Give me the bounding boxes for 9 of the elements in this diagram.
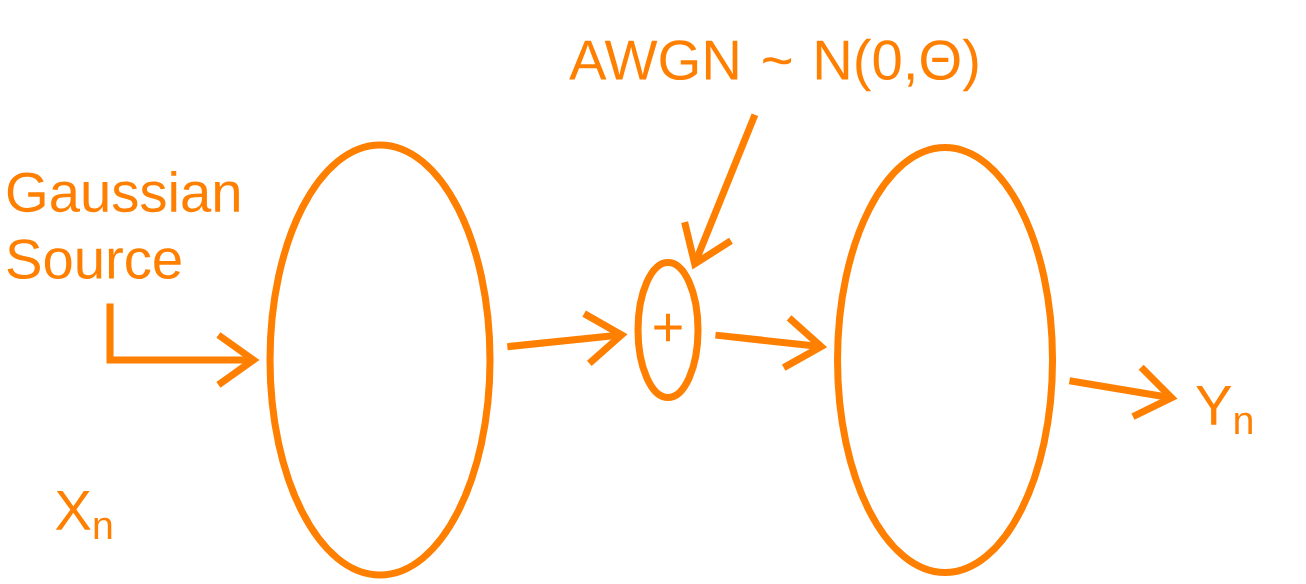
signal-label: X$_{n}$ [55, 491, 112, 539]
encoder-ellipse [266, 141, 494, 579]
arrow [506, 310, 628, 366]
source-label: Gaussian Source [7, 170, 239, 279]
output-label: Y$_{n}$ [1196, 386, 1252, 434]
decoder-ellipse [834, 143, 1057, 576]
arrow [106, 303, 260, 388]
noise-label: AWGN ~ N(0,Θ) [569, 38, 978, 92]
arrow [681, 113, 759, 270]
